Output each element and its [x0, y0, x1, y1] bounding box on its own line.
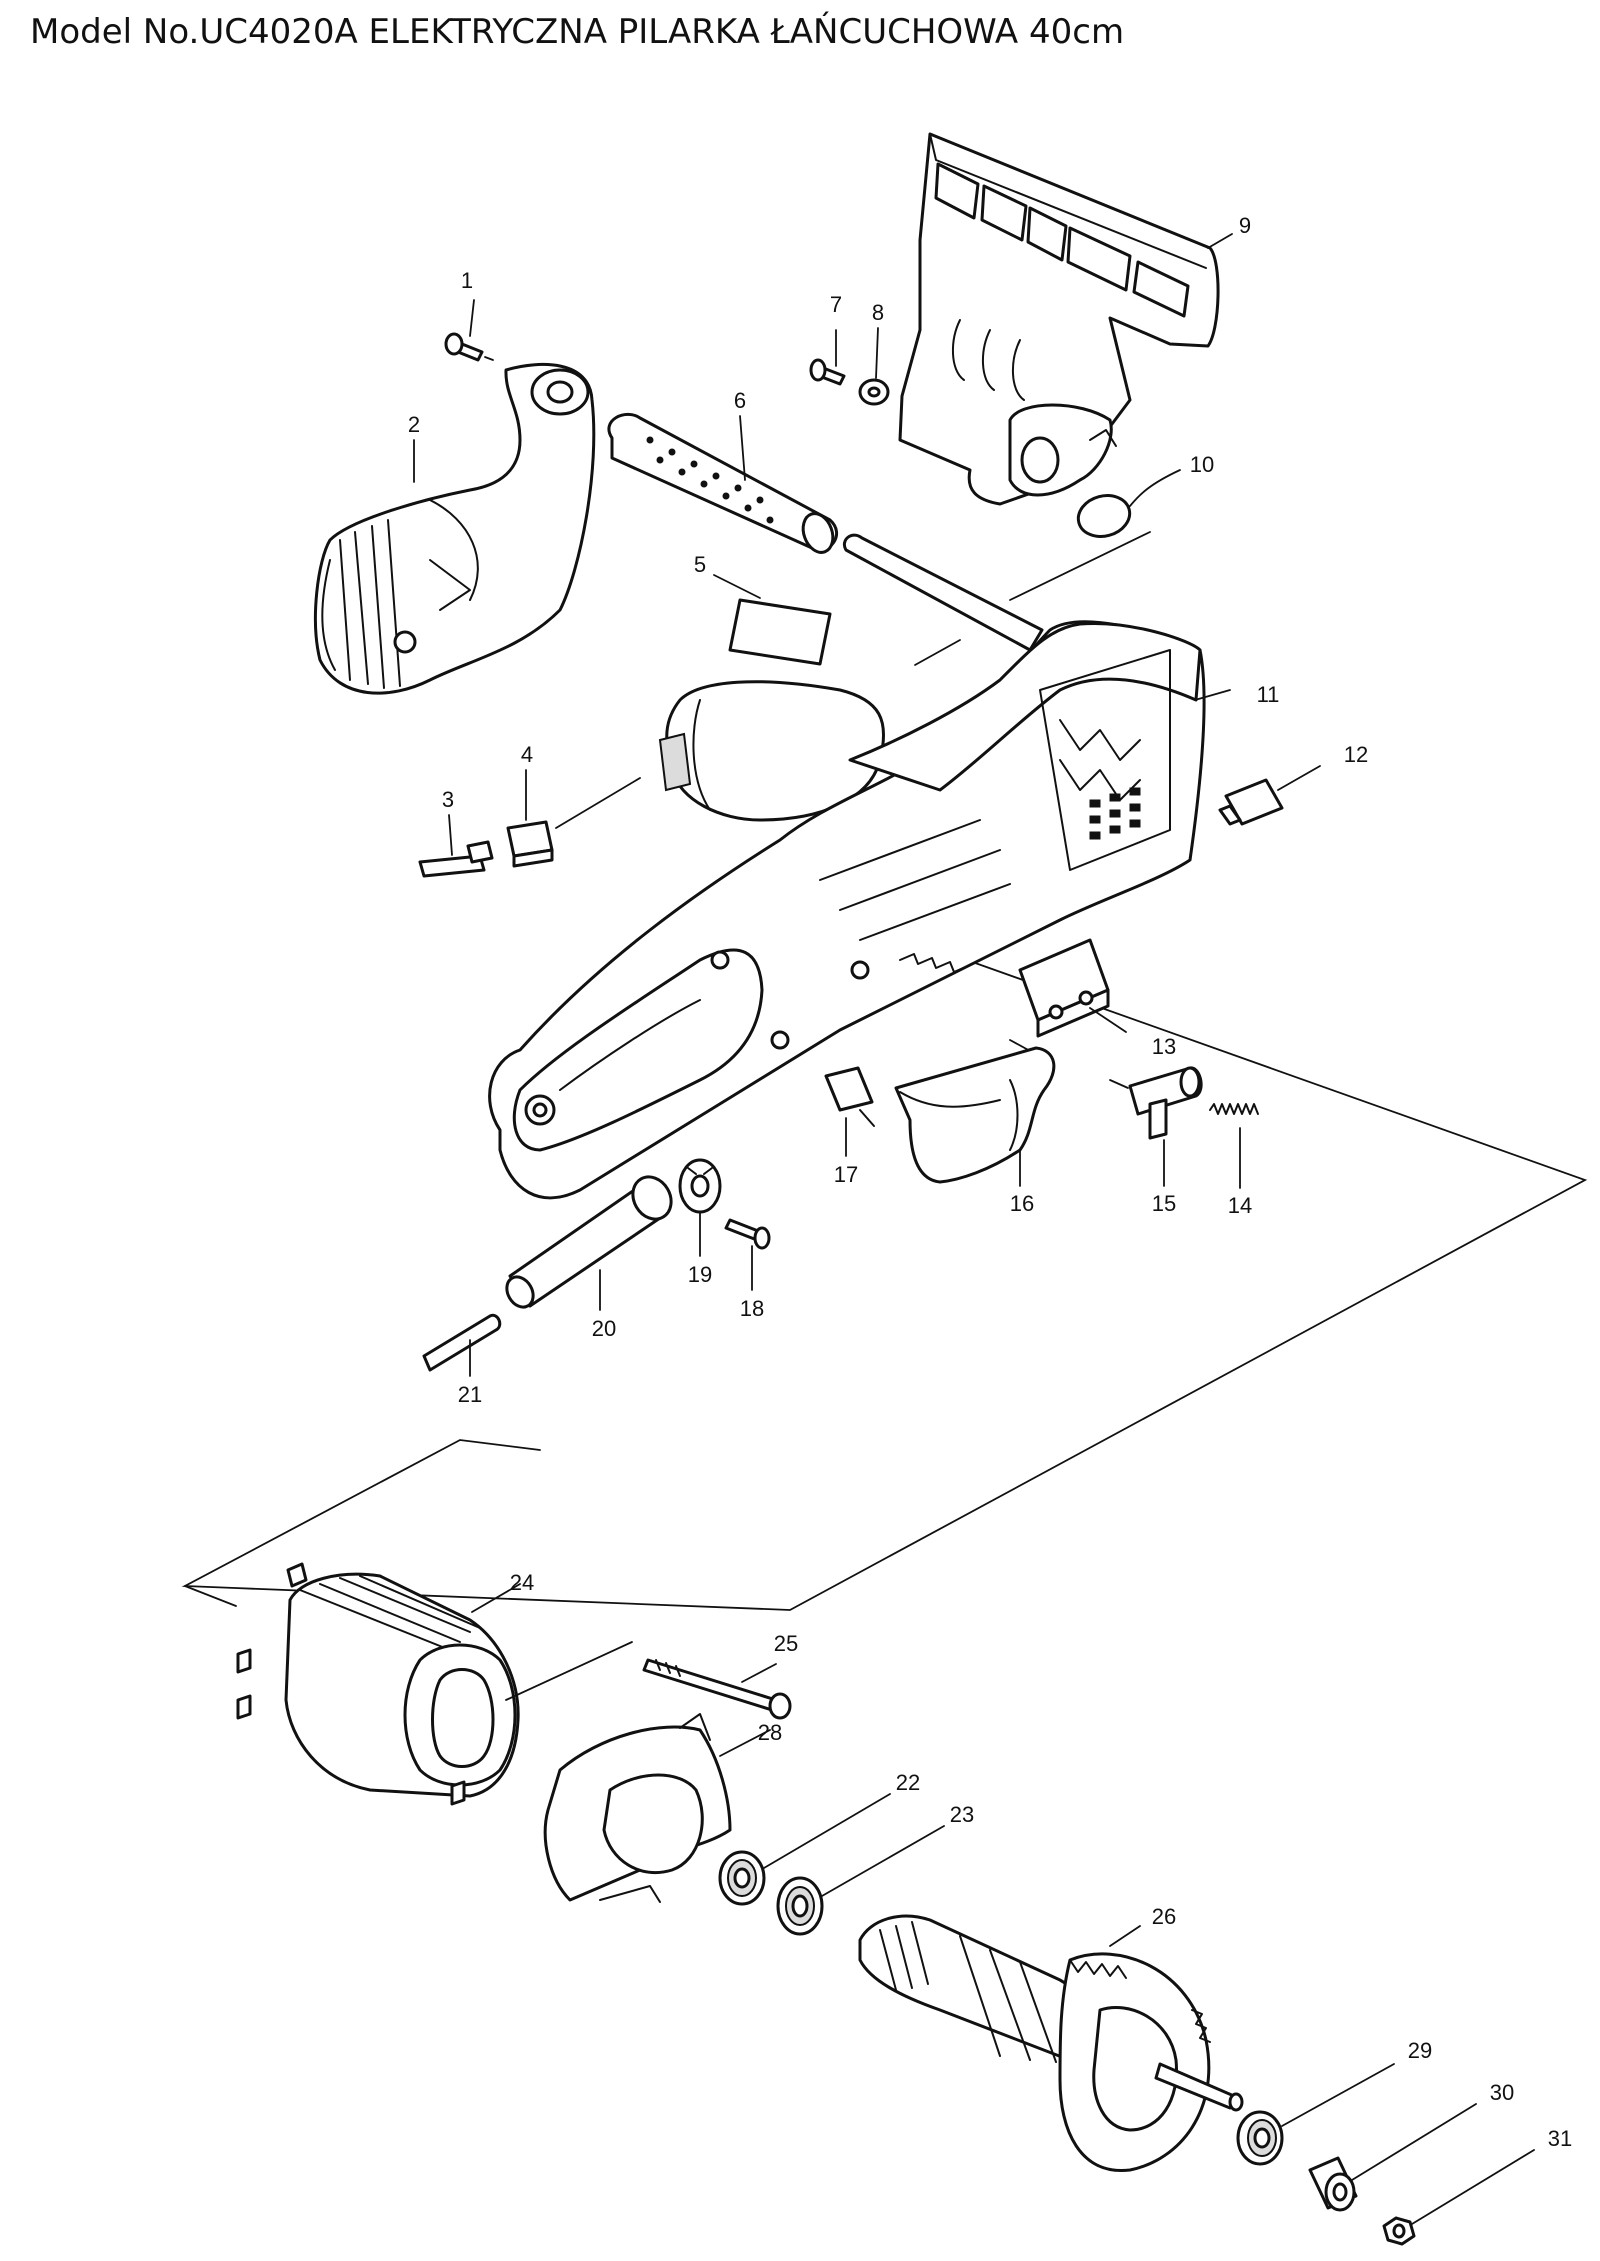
label-part-3: 3 [442, 787, 454, 812]
label-part-25: 25 [774, 1631, 798, 1656]
label-part-7: 7 [830, 292, 842, 317]
part-14-spring [1209, 1103, 1259, 1189]
part-4-brush-cap [506, 769, 641, 868]
part-31-nut [1382, 2149, 1535, 2246]
part-11-main-housing [488, 533, 1231, 1200]
label-part-22: 22 [896, 1770, 920, 1795]
diagram-title: Model No.UC4020A ELEKTRYCZNA PILARKA ŁAŃ… [30, 12, 1125, 52]
label-part-4: 4 [521, 742, 533, 767]
label-part-17: 17 [834, 1162, 858, 1187]
part-6-perforated-tube [607, 412, 838, 554]
part-17-clip [824, 1066, 875, 1157]
part-10-cap [1076, 469, 1181, 538]
part-18-screw [724, 1218, 771, 1291]
part-28-baffle [543, 1713, 771, 1903]
part-2-rear-cover [313, 362, 596, 695]
part-12-switch [1218, 765, 1321, 826]
label-part-30: 30 [1490, 2080, 1514, 2105]
part-25-bolt [642, 1658, 792, 1720]
label-part-9: 9 [1239, 213, 1251, 238]
label-part-29: 29 [1408, 2038, 1432, 2063]
label-part-20: 20 [592, 1316, 616, 1341]
part-20-cord-guard [505, 1175, 673, 1311]
label-part-16: 16 [1010, 1191, 1034, 1216]
assembly-outline-lines [181, 531, 1588, 1611]
label-part-28: 28 [758, 1720, 782, 1745]
part-16-trigger [894, 1046, 1056, 1187]
label-part-18: 18 [740, 1296, 764, 1321]
part-9-hand-guard [898, 132, 1233, 506]
label-part-21: 21 [458, 1382, 482, 1407]
part-24-field-stator [236, 1562, 633, 1806]
label-part-5: 5 [694, 552, 706, 577]
part-1-screw [444, 299, 494, 362]
label-part-11: 11 [1257, 682, 1280, 707]
label-part-2: 2 [408, 412, 420, 437]
label-part-15: 15 [1152, 1191, 1176, 1216]
part-29-bearing [1236, 2063, 1395, 2166]
part-number-labels: 1 2 3 4 5 6 7 8 9 10 11 12 13 14 15 16 1… [408, 213, 1572, 2151]
part-3-brush [418, 814, 494, 878]
part-13-switch-block [1018, 938, 1127, 1038]
label-part-23: 23 [950, 1802, 974, 1827]
label-part-8: 8 [872, 300, 884, 325]
label-part-31: 31 [1548, 2126, 1572, 2151]
part-7-screw [809, 329, 846, 386]
part-22-bearing [718, 1793, 891, 1906]
part-19-cord-clamp [678, 1158, 722, 1257]
label-part-12: 12 [1344, 742, 1368, 767]
part-8-washer [858, 327, 890, 406]
label-part-19: 19 [688, 1262, 712, 1287]
part-30-sleeve [1308, 2103, 1477, 2212]
label-part-14: 14 [1228, 1193, 1252, 1218]
part-23-bearing [776, 1825, 945, 1936]
part-15-lock-button [1128, 1066, 1203, 1187]
part-5-label [713, 574, 832, 666]
label-part-1: 1 [461, 268, 473, 293]
part-26-armature [858, 1914, 1244, 2172]
label-part-13: 13 [1152, 1034, 1176, 1059]
label-part-10: 10 [1190, 452, 1214, 477]
label-part-6: 6 [734, 388, 746, 413]
label-part-24: 24 [510, 1570, 534, 1595]
part-21-power-cord [422, 1313, 502, 1377]
label-part-26: 26 [1152, 1904, 1176, 1929]
